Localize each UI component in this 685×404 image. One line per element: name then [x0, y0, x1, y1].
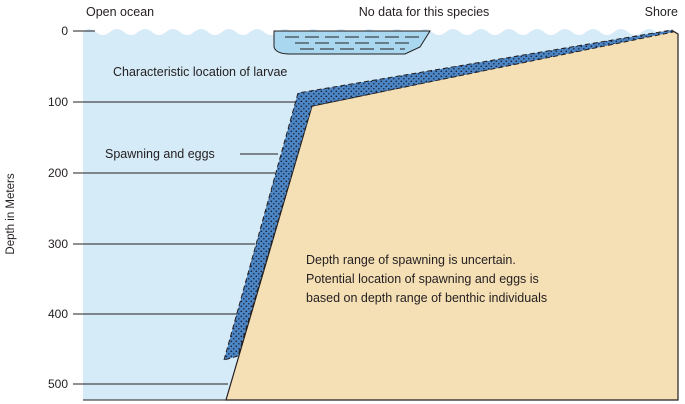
tick-label-300: 300: [48, 237, 68, 251]
y-axis-title: Depth in Meters: [5, 173, 17, 254]
label-open-ocean: Open ocean: [86, 5, 154, 19]
uncertainty-note: Depth range of spawning is uncertain. Po…: [306, 253, 547, 305]
depth-tick-labels: 0 100 200 300 400 500: [48, 24, 68, 391]
tick-label-100: 100: [48, 95, 68, 109]
label-spawning: Spawning and eggs: [105, 147, 215, 161]
label-larvae: Characteristic location of larvae: [113, 65, 287, 79]
label-no-data: No data for this species: [359, 5, 490, 19]
tick-label-200: 200: [48, 166, 68, 180]
label-shore: Shore: [645, 5, 678, 19]
note-line-3: based on depth range of benthic individu…: [306, 291, 547, 305]
tick-label-400: 400: [48, 307, 68, 321]
tick-label-500: 500: [48, 377, 68, 391]
tick-label-0: 0: [61, 24, 68, 38]
note-line-1: Depth range of spawning is uncertain.: [306, 253, 516, 267]
note-line-2: Potential location of spawning and eggs …: [306, 272, 539, 286]
